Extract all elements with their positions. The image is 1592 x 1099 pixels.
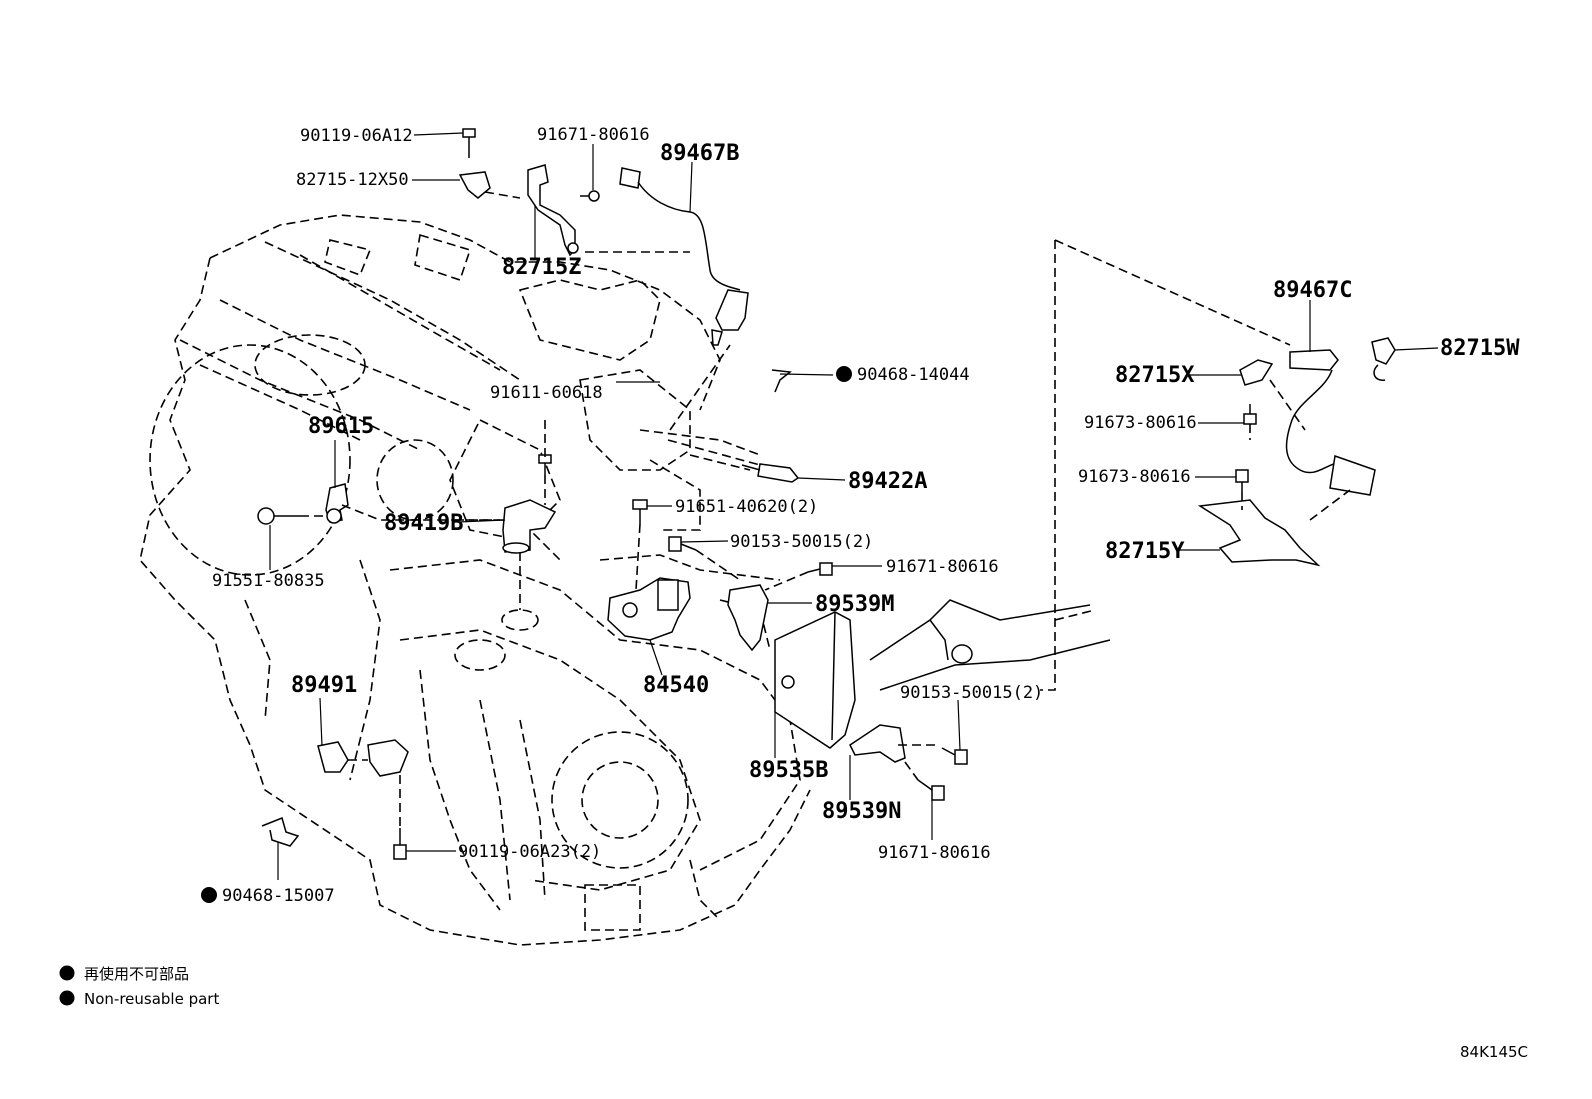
- bracket-89539M-icon: [727, 584, 769, 652]
- label-89491: 89491: [291, 673, 357, 698]
- bolt-91673-80616-a-icon: [1243, 404, 1257, 425]
- label-89467C: 89467C: [1273, 278, 1352, 303]
- label-89615: 89615: [308, 414, 374, 439]
- legend: 再使用不可部品 Non-reusable part: [59, 965, 219, 1008]
- bolt-91651-40620-icon: [632, 499, 648, 524]
- bolt-90119-06A12-icon: [462, 128, 476, 158]
- label-91673-80616-b: 91673-80616: [1078, 467, 1191, 487]
- label-82715W: 82715W: [1440, 336, 1520, 361]
- legend-text-jp: 再使用不可部品: [84, 965, 189, 983]
- label-82715Z: 82715Z: [502, 255, 581, 280]
- label-90153-50015-lower: 90153-50015(2): [900, 683, 1043, 703]
- non-reusable-dot-90468-15007: [201, 887, 217, 903]
- label-91551-80835: 91551-80835: [212, 571, 325, 591]
- legend-dot-jp: [59, 965, 75, 981]
- clamp-82715X-icon: [1239, 359, 1274, 386]
- clamp-82715-12X50-icon: [458, 171, 491, 199]
- non-reusable-dot-90468-14044: [836, 366, 852, 382]
- label-91673-80616-a: 91673-80616: [1084, 413, 1197, 433]
- label-91671-80616-lower: 91671-80616: [878, 843, 991, 863]
- clip-90468-14044-icon: [771, 369, 792, 393]
- sensor-89422A-icon: [741, 463, 800, 483]
- clip-82715W-icon: [1371, 337, 1396, 381]
- label-90119-06A12: 90119-06A12: [300, 126, 413, 146]
- label-89419B: 89419B: [384, 511, 463, 536]
- label-82715Y: 82715Y: [1105, 539, 1185, 564]
- label-89422A: 89422A: [848, 469, 927, 494]
- label-91611-60618: 91611-60618: [490, 383, 603, 403]
- sensor-89467B-icon: [619, 167, 749, 346]
- bracket-89539N-icon: [849, 724, 906, 763]
- label-90153-50015-upper: 90153-50015(2): [730, 532, 873, 552]
- sensor-89615-icon: [325, 483, 349, 524]
- leader-lines: [269, 132, 1439, 880]
- label-82715-12X50: 82715-12X50: [296, 170, 409, 190]
- clip-90468-15007-icon: [261, 816, 300, 847]
- ecu-89535B-icon: [774, 611, 856, 749]
- label-89539M: 89539M: [815, 592, 894, 617]
- part-labels: 90119-06A12 91671-80616 89467B 82715-12X…: [201, 125, 1520, 906]
- bolt-91671-80616-mid-icon: [807, 562, 833, 576]
- callout-boundary: [1054, 239, 1291, 346]
- label-89535B: 89535B: [749, 758, 828, 783]
- label-90468-15007: 90468-15007: [222, 886, 335, 906]
- sensor-89467C-icon: [1285, 349, 1376, 496]
- legend-text-en: Non-reusable part: [84, 990, 219, 1008]
- label-84540: 84540: [643, 673, 709, 698]
- label-91651-40620: 91651-40620(2): [675, 497, 818, 517]
- label-89539N: 89539N: [822, 799, 901, 824]
- sensor-89419B-icon: [502, 499, 557, 554]
- label-82715X: 82715X: [1115, 363, 1194, 388]
- sensor-89491-icon: [317, 739, 409, 777]
- bracket-82715Z-icon: [527, 164, 579, 257]
- label-90468-14044: 90468-14044: [857, 365, 970, 385]
- label-91671-80616-top: 91671-80616: [537, 125, 650, 145]
- exhaust-pipe: [869, 599, 1111, 691]
- bolt-91551-80835-icon: [257, 507, 300, 525]
- bolt-91671-80616-top-icon: [580, 190, 600, 202]
- label-90119-06A23: 90119-06A23(2): [458, 842, 601, 862]
- label-89467B: 89467B: [660, 141, 739, 166]
- bolt-90119-06A23-icon: [393, 828, 407, 860]
- bolt-90153-50015-lower-icon: [941, 747, 968, 765]
- bolt-91673-80616-b-icon: [1235, 469, 1249, 492]
- figure-id: 84K145C: [1460, 1043, 1528, 1061]
- assembly-guides: [300, 344, 1251, 828]
- legend-dot-en: [59, 990, 75, 1006]
- switch-84540-icon: [607, 577, 691, 641]
- bolt-90153-50015-upper-icon: [668, 536, 697, 552]
- bracket-82715Y-icon: [1197, 499, 1321, 567]
- bolt-91671-80616-lower-icon: [917, 779, 945, 801]
- label-91671-80616-mid: 91671-80616: [886, 557, 999, 577]
- engine-phantom-outline: [139, 214, 811, 946]
